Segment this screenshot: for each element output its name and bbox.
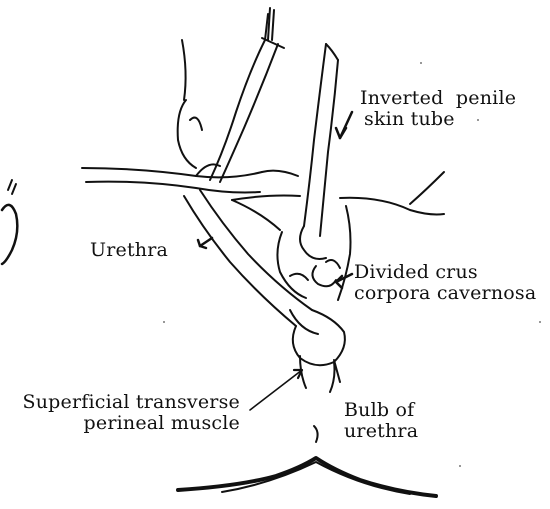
label-bulb: Bulb of urethra <box>344 400 418 442</box>
left-edge-structure <box>2 180 17 264</box>
perineal-skin-outline <box>232 172 444 230</box>
corpora-region <box>277 206 352 300</box>
label-penile-skin-tube-line1: Inverted penile <box>360 88 516 109</box>
label-urethra-text: Urethra <box>90 240 168 261</box>
horizontal-flap <box>82 164 298 192</box>
midline-tick <box>314 426 318 442</box>
label-bulb-line1: Bulb of <box>344 400 418 421</box>
lower-contour <box>178 458 436 496</box>
label-bulb-line2: urethra <box>344 421 418 442</box>
label-divided-crus: Divided crus corpora cavernosa <box>354 262 536 304</box>
inverted-skin-tube <box>304 44 352 236</box>
label-transverse-muscle-line2: perineal muscle <box>14 413 240 434</box>
label-transverse-muscle-line1: Superficial transverse <box>14 392 240 413</box>
bulb-region <box>290 310 345 392</box>
label-transverse-muscle: Superficial transverse perineal muscle <box>14 392 240 434</box>
label-urethra: Urethra <box>90 240 168 261</box>
label-divided-crus-line2: corpora cavernosa <box>354 283 536 304</box>
upper-skin-tube <box>178 8 284 182</box>
label-penile-skin-tube: Inverted penile skin tube <box>360 88 516 130</box>
urethra-tube <box>184 190 312 326</box>
muscle-arrow <box>250 370 302 410</box>
label-penile-skin-tube-line2: skin tube <box>364 109 516 130</box>
label-divided-crus-line1: Divided crus <box>354 262 536 283</box>
